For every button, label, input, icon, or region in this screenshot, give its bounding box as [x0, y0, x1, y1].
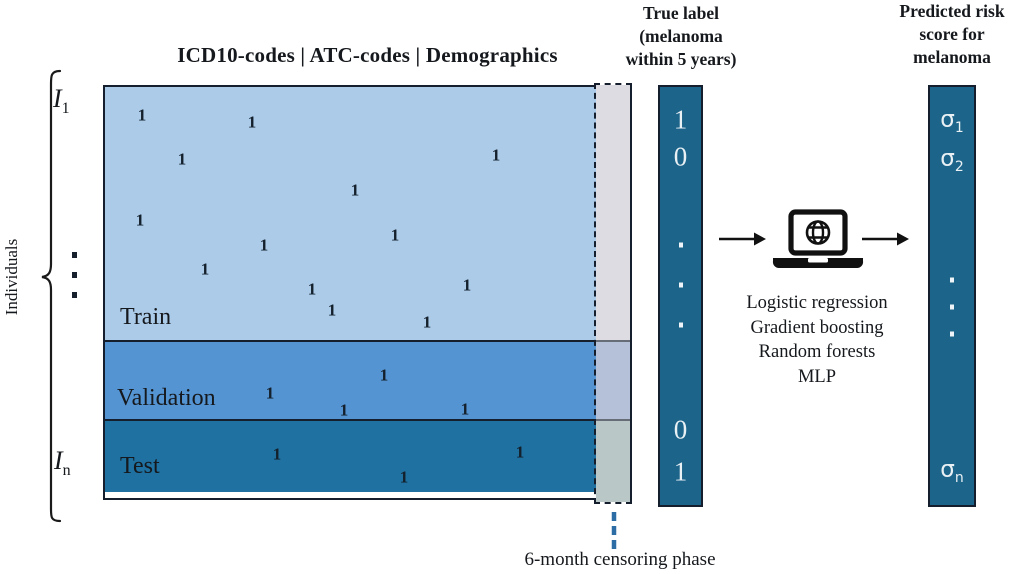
matrix-cell-one: 1	[200, 259, 210, 279]
column-value: σn	[940, 456, 964, 487]
model-method: Logistic regression	[746, 293, 888, 313]
laptop-globe-icon	[772, 209, 864, 269]
censoring-segment-test	[596, 419, 630, 502]
row-label-first: I1	[53, 84, 70, 118]
matrix-cell-one: 1	[247, 112, 257, 132]
column-ellipsis-dot	[678, 242, 683, 248]
matrix-cell-one: 1	[399, 467, 409, 487]
individuals-axis-label: Individuals	[2, 238, 21, 316]
matrix-cell-one: 1	[135, 210, 145, 230]
column-value: σ1	[940, 106, 964, 137]
column-value: 1	[673, 104, 688, 135]
matrix-header: ICD10-codes | ATC-codes | Demographics	[177, 43, 558, 67]
matrix-cell-one: 1	[265, 383, 275, 403]
column-ellipsis-dot	[950, 331, 954, 337]
true-label-column: 1 0 0 1	[658, 85, 703, 507]
matrix-cell-one: 1	[515, 442, 525, 462]
matrix-cell-one: 1	[491, 145, 501, 165]
matrix-cell-one: 1	[350, 180, 360, 200]
train-section: Train	[105, 87, 630, 340]
test-section-label: Test	[120, 453, 160, 479]
column-ellipsis-dot	[678, 322, 683, 328]
matrix-cell-one: 1	[460, 399, 470, 419]
true-label-heading: True label (melanoma within 5 years)	[625, 3, 737, 69]
matrix-cell-one: 1	[422, 312, 432, 332]
train-section-label: Train	[120, 304, 172, 330]
matrix-cell-one: 1	[327, 300, 337, 320]
test-section: Test	[105, 419, 630, 492]
rows-bracket	[41, 69, 62, 523]
matrix-cell-one: 1	[390, 225, 400, 245]
matrix-cell-one: 1	[272, 444, 282, 464]
model-method: Gradient boosting	[750, 317, 884, 338]
model-method: Random forests	[758, 342, 876, 362]
censoring-column	[594, 83, 632, 504]
matrix-cell-one: 1	[462, 275, 472, 295]
column-value: σ2	[940, 145, 964, 176]
matrix-cell-one: 1	[339, 400, 349, 420]
column-value: 0	[673, 141, 688, 172]
predicted-risk-column: σ1 σ2 σn	[928, 85, 976, 507]
matrix-cell-one: 1	[379, 365, 389, 385]
rows-ellipsis	[72, 252, 77, 298]
censoring-caption: 6-month censoring phase	[524, 549, 716, 570]
censoring-segment-validation	[596, 340, 630, 419]
matrix-cell-one: 1	[259, 235, 269, 255]
validation-section: Validation	[105, 340, 630, 419]
column-value: 0	[673, 414, 688, 445]
column-ellipsis-dot	[950, 304, 954, 310]
censoring-pointer-line	[611, 512, 617, 554]
row-label-last: In	[54, 446, 71, 480]
matrix-cell-one: 1	[307, 279, 317, 299]
model-method: MLP	[797, 366, 837, 387]
arrow-right-icon	[719, 232, 766, 246]
matrix-cell-one: 1	[137, 105, 147, 125]
censoring-segment-train	[596, 85, 630, 340]
column-value: 1	[673, 456, 688, 487]
column-ellipsis-dot	[678, 282, 683, 288]
predicted-risk-heading: Predicted risk score for melanoma	[899, 1, 1005, 67]
validation-section-label: Validation	[117, 385, 216, 411]
arrow-right-icon	[862, 232, 909, 246]
column-ellipsis-dot	[950, 277, 954, 283]
matrix-cell-one: 1	[177, 149, 187, 169]
